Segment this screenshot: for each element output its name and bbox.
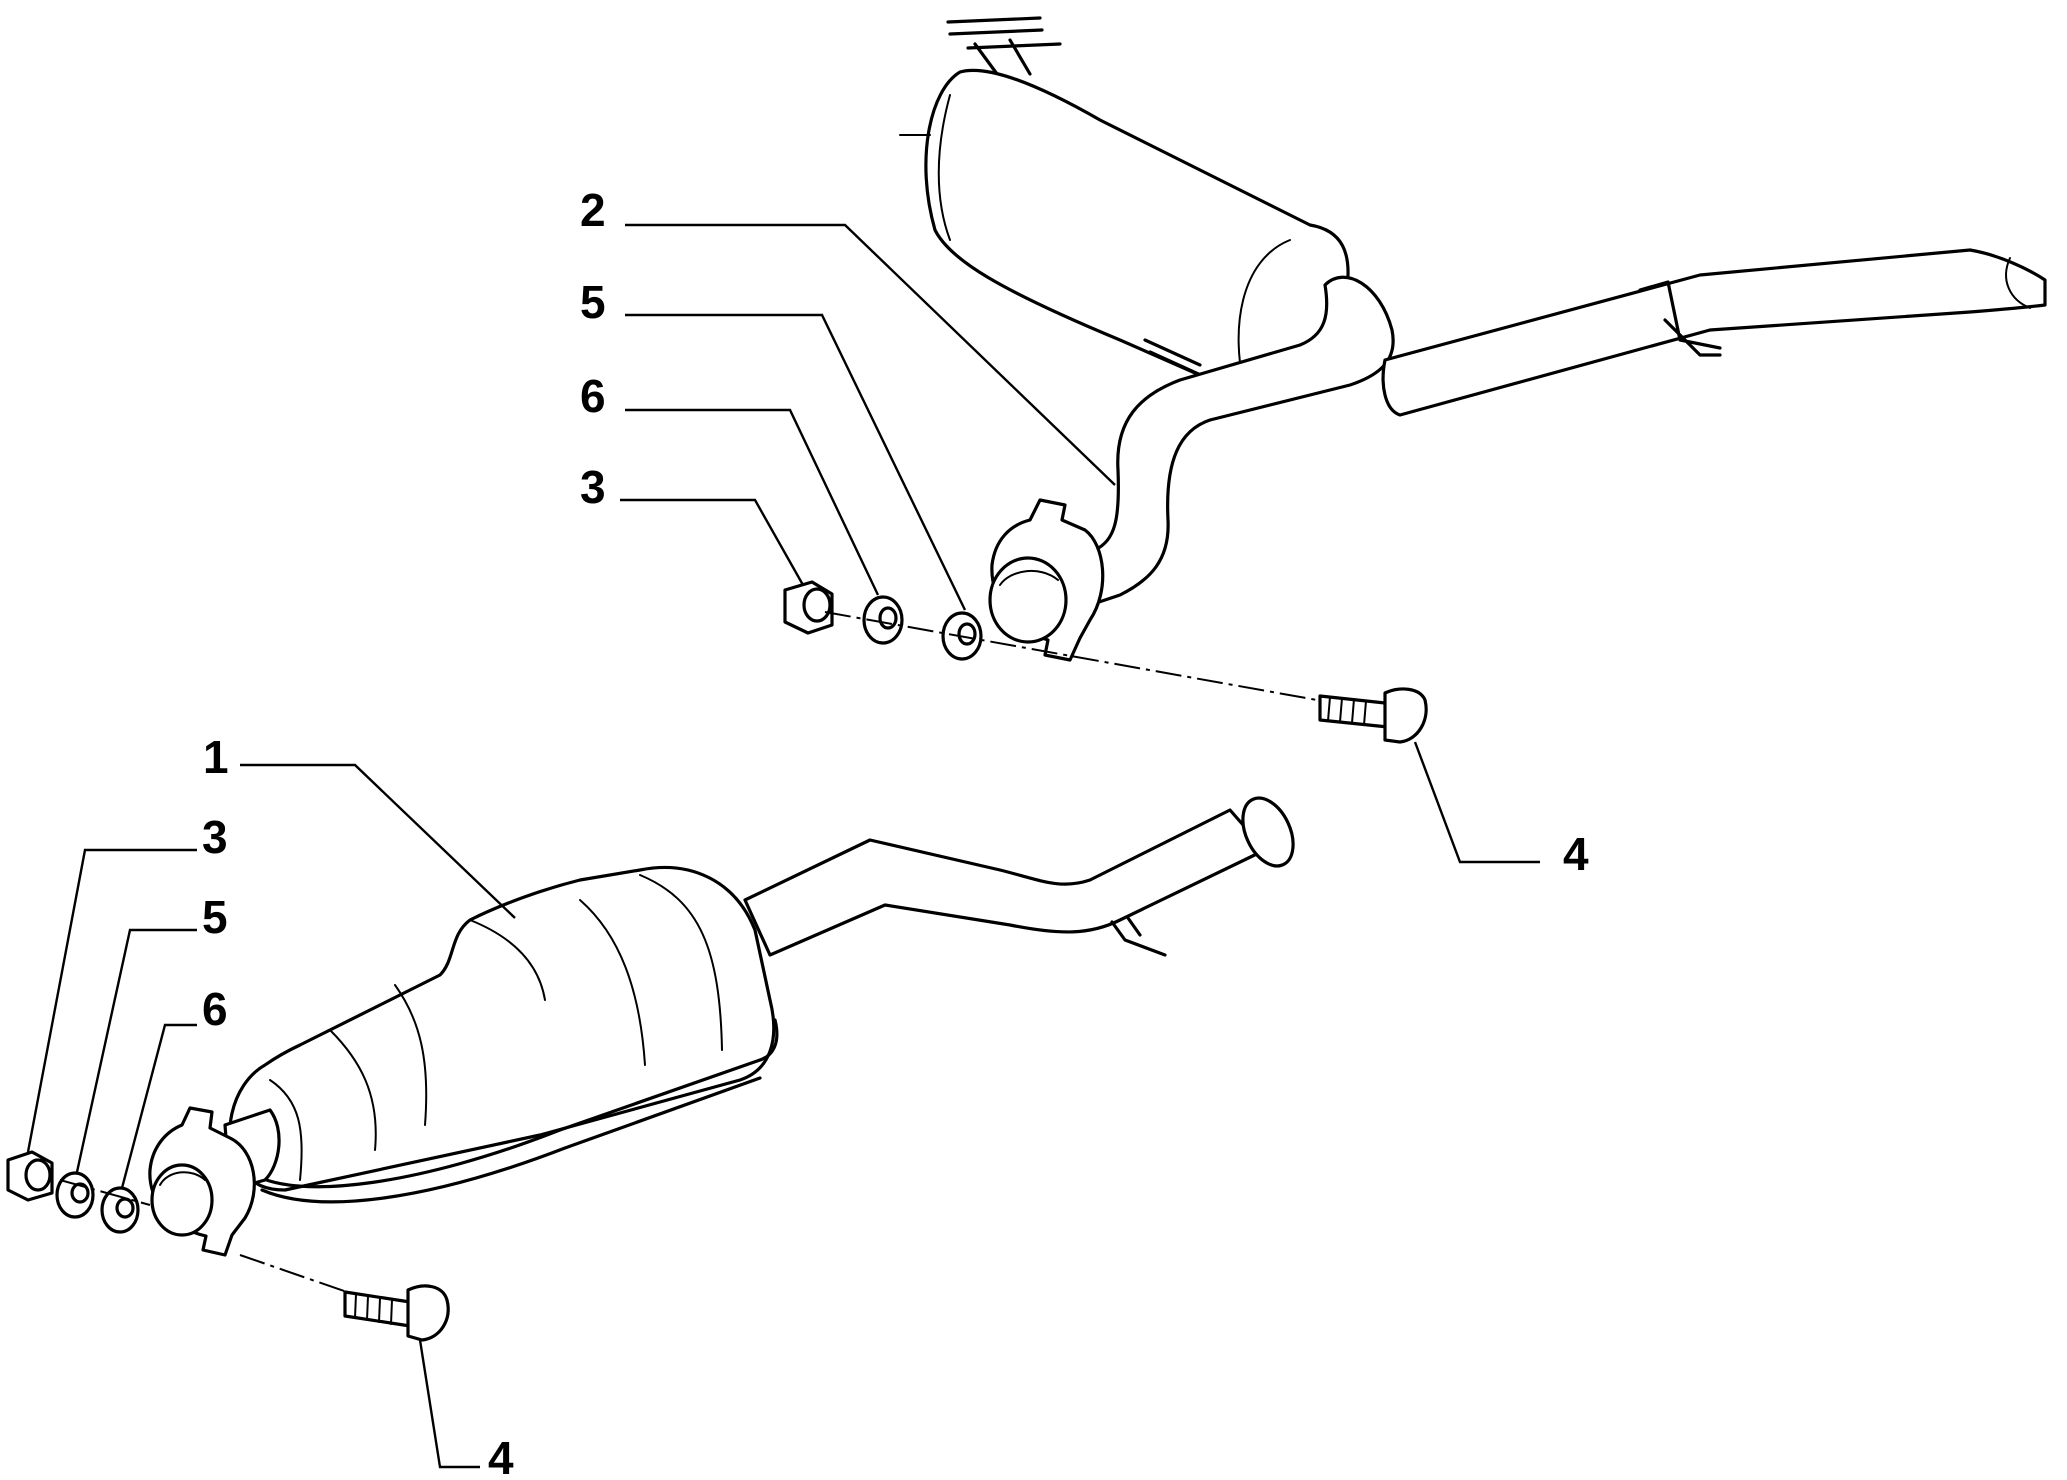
lower-flange-nut [6,1150,54,1202]
lower-washer-5 [55,1171,95,1219]
upper-bolt-axis [824,611,1346,706]
callout-3-lower-nut: 3 [202,811,228,863]
upper-washer-6 [862,595,904,645]
lower-washer-6 [100,1186,140,1234]
front-muffler [148,796,1295,1257]
callout-2-rear-muffler: 2 [580,184,606,236]
lower-flange-bolt [343,1284,450,1342]
lower-bolt-axis [59,1179,371,1301]
leader-lines [26,223,1540,1469]
front-muffler-flange [148,1106,256,1257]
callout-5-lower-washer: 5 [202,891,228,943]
rear-muffler-hanger-top [946,16,1062,80]
upper-flange-nut [783,580,834,635]
upper-flange-bolt [1318,687,1428,744]
rear-muffler-flange [988,498,1105,662]
callout-3-upper-nut: 3 [580,461,606,513]
callout-1-front-muffler: 1 [203,731,229,783]
rear-muffler [899,16,2047,662]
callout-6-lower-washer: 6 [202,983,228,1035]
callout-6-upper-washer: 6 [580,370,606,422]
callout-4-lower-bolt: 4 [488,1432,514,1480]
callout-4-upper-bolt: 4 [1563,828,1589,880]
callout-5-upper-washer: 5 [580,276,606,328]
